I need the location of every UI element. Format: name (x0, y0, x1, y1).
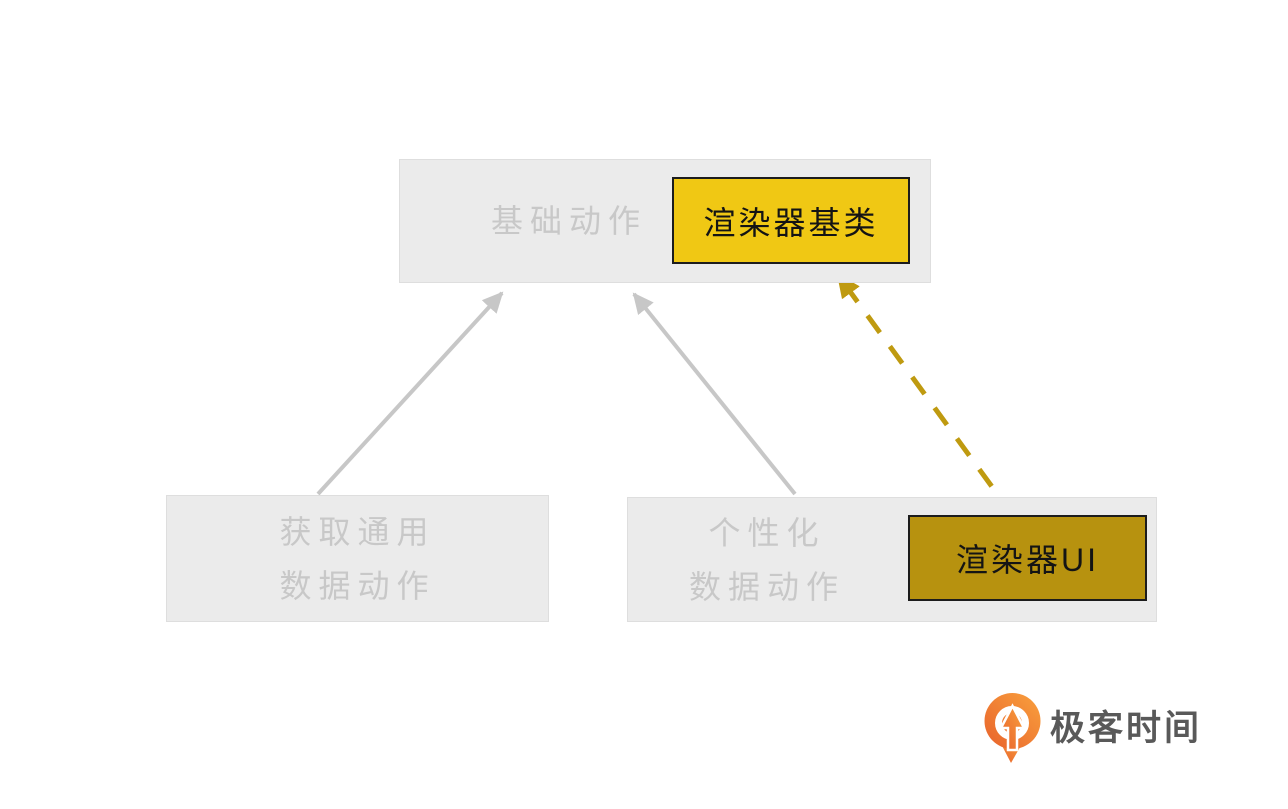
renderer-base-class-text: 渲染器基类 (703, 204, 879, 241)
node-generic-data-action (166, 495, 549, 622)
node-personalized-data-action-label: 个性化 数据动作 (627, 497, 907, 622)
edge-personalized-to-base (632, 292, 797, 496)
generic-data-line1: 获取通用 (279, 513, 436, 550)
personalized-data-line2: 数据动作 (688, 568, 845, 605)
geektime-logo-text: 极客时间 (1050, 709, 1203, 748)
node-renderer-base-class: 渲染器基类 (672, 177, 910, 264)
node-renderer-ui: 渲染器UI (908, 515, 1147, 601)
renderer-ui-text: 渲染器UI (955, 542, 1099, 578)
personalized-data-line1: 个性化 (708, 514, 826, 551)
edge-rendererui-to-rendererbase (835, 273, 1017, 519)
generic-data-line2: 数据动作 (279, 567, 436, 604)
geektime-logo: 极客时间 (984, 692, 1202, 766)
geektime-icon (984, 693, 1041, 763)
edge-generic-to-base (316, 291, 504, 496)
node-base-action-label: 基础动作 (399, 159, 739, 283)
node-generic-data-action-label: 获取通用 数据动作 (166, 495, 549, 622)
base-action-text: 基础动作 (490, 203, 647, 239)
